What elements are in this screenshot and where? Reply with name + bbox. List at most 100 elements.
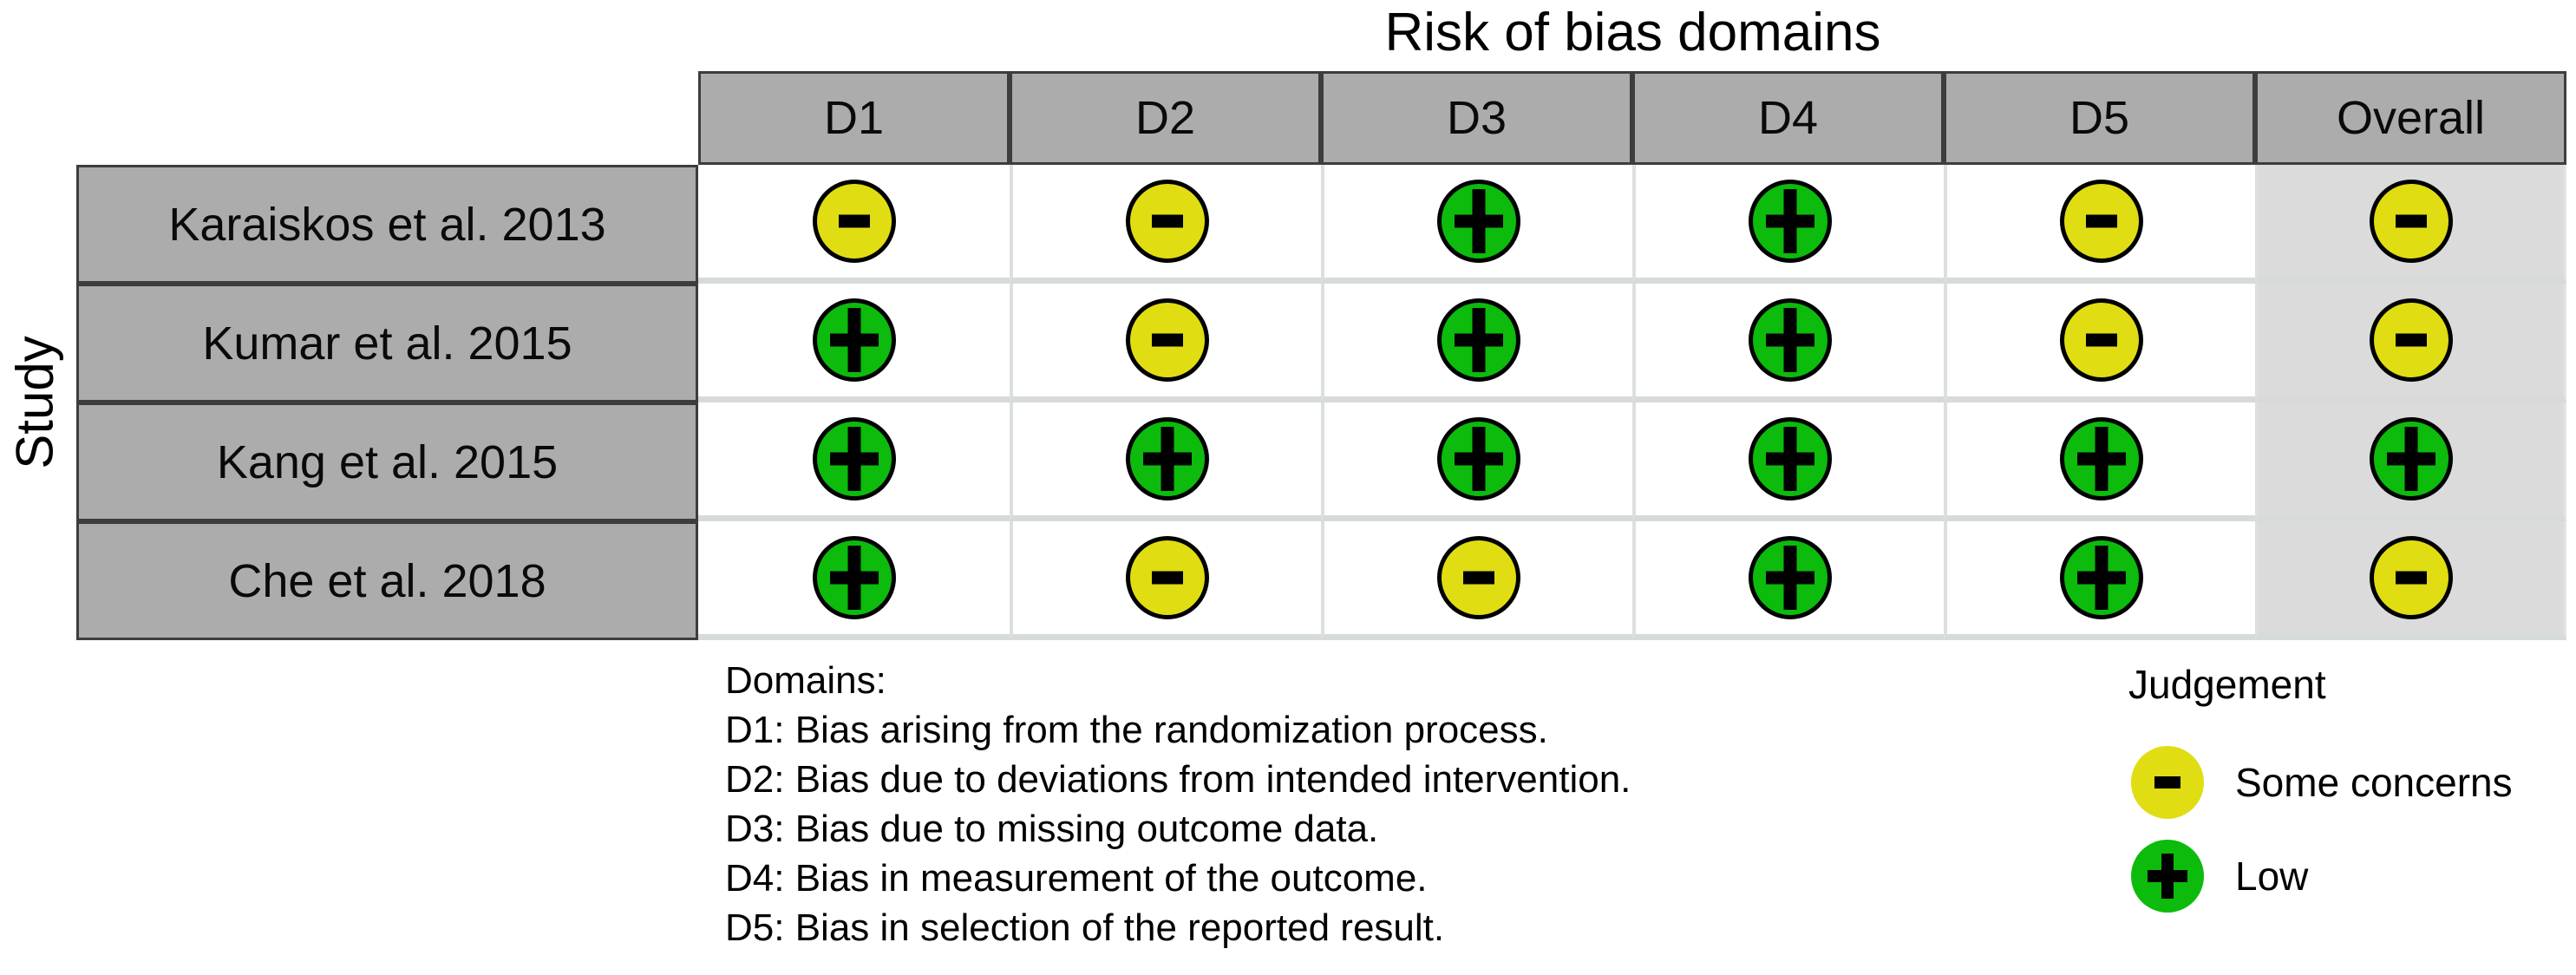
plus-bar-horizontal bbox=[1765, 452, 1814, 466]
judgement-low-icon bbox=[812, 536, 896, 619]
judgement-low-icon bbox=[2059, 536, 2143, 619]
rob-cell bbox=[2255, 284, 2566, 402]
plus-bar-horizontal bbox=[1454, 333, 1503, 347]
rob-cell bbox=[1632, 284, 1944, 402]
column-header-overall: Overall bbox=[2255, 71, 2566, 165]
judgement-low-icon bbox=[2131, 840, 2204, 913]
plus-bar-horizontal bbox=[2387, 452, 2435, 466]
plus-bar-horizontal bbox=[829, 571, 879, 585]
judgement-low-icon bbox=[1125, 417, 1209, 501]
study-label: Kang et al. 2015 bbox=[76, 402, 698, 521]
rob-cell bbox=[1944, 521, 2255, 640]
rob-cell bbox=[1321, 165, 1632, 284]
judgement-some-concerns-icon bbox=[1125, 536, 1209, 619]
domain-definition: D1: Bias arising from the randomization … bbox=[725, 709, 1548, 751]
minus-bar bbox=[2085, 333, 2117, 347]
plus-bar-horizontal bbox=[1454, 214, 1503, 228]
rob-cell bbox=[1010, 521, 1321, 640]
rob-cell bbox=[1944, 402, 2255, 521]
study-label: Che et al. 2018 bbox=[76, 521, 698, 640]
y-axis-label: Study bbox=[5, 336, 64, 469]
minus-bar bbox=[2396, 571, 2427, 585]
judgement-some-concerns-icon bbox=[2370, 536, 2453, 619]
domain-definition: D4: Bias in measurement of the outcome. bbox=[725, 857, 1428, 900]
judgement-some-concerns-icon bbox=[2370, 180, 2453, 263]
plus-bar-horizontal bbox=[2076, 452, 2126, 466]
column-header-d5: D5 bbox=[1944, 71, 2255, 165]
judgement-low-icon bbox=[2059, 417, 2143, 501]
minus-bar bbox=[1151, 214, 1183, 228]
rob-cell bbox=[698, 284, 1010, 402]
minus-bar bbox=[1151, 571, 1183, 585]
domains-legend-heading: Domains: bbox=[725, 659, 886, 702]
rob-cell bbox=[1321, 521, 1632, 640]
column-header-d1: D1 bbox=[698, 71, 1010, 165]
judgement-low-icon bbox=[1748, 180, 1832, 263]
judgement-low-icon bbox=[1436, 417, 1520, 501]
rob-cell bbox=[2255, 165, 2566, 284]
plus-bar-horizontal bbox=[829, 452, 879, 466]
rob-cell bbox=[1321, 402, 1632, 521]
domain-definition: D5: Bias in selection of the reported re… bbox=[725, 906, 1445, 949]
rob-cell bbox=[1010, 284, 1321, 402]
rob-cell bbox=[1632, 521, 1944, 640]
judgement-low-icon bbox=[1748, 536, 1832, 619]
judgement-low-icon bbox=[1748, 298, 1832, 382]
domain-definition: D3: Bias due to missing outcome data. bbox=[725, 808, 1379, 850]
study-label: Kumar et al. 2015 bbox=[76, 284, 698, 402]
rob-cell bbox=[1632, 402, 1944, 521]
rob-cell bbox=[2255, 402, 2566, 521]
rob-cell bbox=[2255, 521, 2566, 640]
plus-bar-horizontal bbox=[1765, 214, 1814, 228]
rob-cell bbox=[1632, 165, 1944, 284]
minus-bar bbox=[2396, 333, 2427, 347]
plus-bar-horizontal bbox=[2076, 571, 2126, 585]
judgement-low-icon bbox=[1436, 298, 1520, 382]
judgement-some-concerns-icon bbox=[1125, 180, 1209, 263]
judgement-some-concerns-icon bbox=[2131, 746, 2204, 819]
rob-cell bbox=[698, 521, 1010, 640]
rob-cell bbox=[1944, 165, 2255, 284]
column-header-d4: D4 bbox=[1632, 71, 1944, 165]
judgement-low-icon bbox=[1436, 180, 1520, 263]
judgement-legend-item: Some concerns bbox=[2131, 746, 2513, 819]
rob-cell bbox=[1944, 284, 2255, 402]
minus-bar bbox=[2154, 776, 2180, 789]
judgement-low-icon bbox=[812, 298, 896, 382]
minus-bar bbox=[838, 214, 870, 228]
minus-bar bbox=[2396, 214, 2427, 228]
minus-bar bbox=[1151, 333, 1183, 347]
plus-bar-horizontal bbox=[1142, 452, 1192, 466]
minus-bar bbox=[1462, 571, 1494, 585]
judgement-some-concerns-icon bbox=[2059, 298, 2143, 382]
study-label: Karaiskos et al. 2013 bbox=[76, 165, 698, 284]
domains-legend-items: D1: Bias arising from the randomization … bbox=[725, 705, 1631, 952]
column-header-d2: D2 bbox=[1010, 71, 1321, 165]
judgement-legend-label: Low bbox=[2235, 854, 2309, 899]
minus-bar bbox=[2085, 214, 2117, 228]
judgement-low-icon bbox=[812, 417, 896, 501]
plus-bar-horizontal bbox=[2148, 870, 2187, 882]
judgement-low-icon bbox=[1748, 417, 1832, 501]
judgement-legend-item: Low bbox=[2131, 840, 2513, 913]
judgement-legend-heading: Judgement bbox=[2128, 662, 2326, 707]
table-corner-spacer bbox=[76, 71, 698, 165]
column-header-d3: D3 bbox=[1321, 71, 1632, 165]
judgement-some-concerns-icon bbox=[812, 180, 896, 263]
judgement-low-icon bbox=[2370, 417, 2453, 501]
plus-bar-horizontal bbox=[829, 333, 879, 347]
plus-bar-horizontal bbox=[1454, 452, 1503, 466]
rob-cell bbox=[1321, 284, 1632, 402]
judgement-some-concerns-icon bbox=[1436, 536, 1520, 619]
plus-bar-horizontal bbox=[1765, 333, 1814, 347]
judgement-some-concerns-icon bbox=[2370, 298, 2453, 382]
rob-cell bbox=[1010, 402, 1321, 521]
judgement-some-concerns-icon bbox=[1125, 298, 1209, 382]
plus-bar-horizontal bbox=[1765, 571, 1814, 585]
rob-cell bbox=[698, 165, 1010, 284]
figure-title: Risk of bias domains bbox=[1384, 3, 1881, 62]
